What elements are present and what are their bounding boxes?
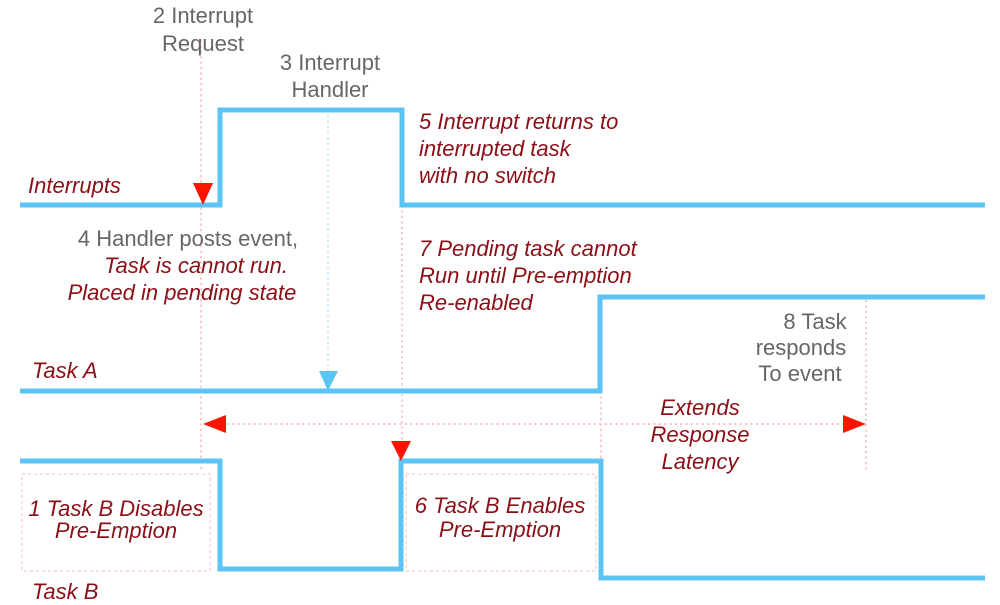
annotation-latency-line1: Extends [660, 395, 740, 420]
waveform-task-a [20, 294, 985, 394]
annotation-step4-line3: Placed in pending state [68, 280, 297, 305]
annotation-step2-line2: Request [162, 31, 244, 56]
annotation-latency-line3: Latency [661, 449, 740, 474]
step1-text-box [21, 473, 211, 572]
annotation-step1-line2: Pre-Emption [55, 518, 177, 543]
lane-label-task-b: Task B [32, 579, 98, 604]
annotation-step8-line1: 8 Task [783, 309, 847, 334]
annotation-step4-line1: 4 Handler posts event, [78, 226, 298, 251]
annotation-step5-line2: interrupted task [419, 136, 572, 161]
annotation-step8-line2: responds [756, 335, 847, 360]
annotation-step3-line1: 3 Interrupt [280, 50, 380, 75]
interrupt-request-arrow-icon [193, 183, 213, 205]
right-arrow-red-icon [843, 415, 866, 433]
left-arrow-red-icon [203, 415, 226, 433]
annotation-step6-line1: 6 Task B Enables [415, 493, 585, 518]
annotation-step3-line2: Handler [291, 77, 368, 102]
annotation-step7-line2: Run until Pre-emption [419, 263, 632, 288]
annotation-step7-line3: Re-enabled [419, 290, 534, 315]
annotation-step6-line2: Pre-Emption [439, 517, 561, 542]
annotation-latency-line2: Response [650, 422, 749, 447]
annotation-step5-line3: with no switch [419, 163, 556, 188]
annotation-step5-line1: 5 Interrupt returns to [419, 109, 618, 134]
annotation-step1-line1: 1 Task B Disables [28, 496, 203, 521]
lane-label-task-a: Task A [32, 358, 98, 383]
annotation-step4-line2: Task is cannot run. [104, 253, 288, 278]
waveform-task-b [20, 458, 985, 581]
waveform-interrupts [20, 107, 985, 208]
annotation-step8-line3: To event [758, 361, 841, 386]
preemption-enable-arrow-icon [391, 441, 411, 461]
event-post-arrow-icon [319, 371, 338, 391]
lane-label-interrupts: Interrupts [28, 173, 121, 198]
annotation-step2-line1: 2 Interrupt [153, 3, 253, 28]
annotation-step7-line1: 7 Pending task cannot [419, 236, 638, 261]
